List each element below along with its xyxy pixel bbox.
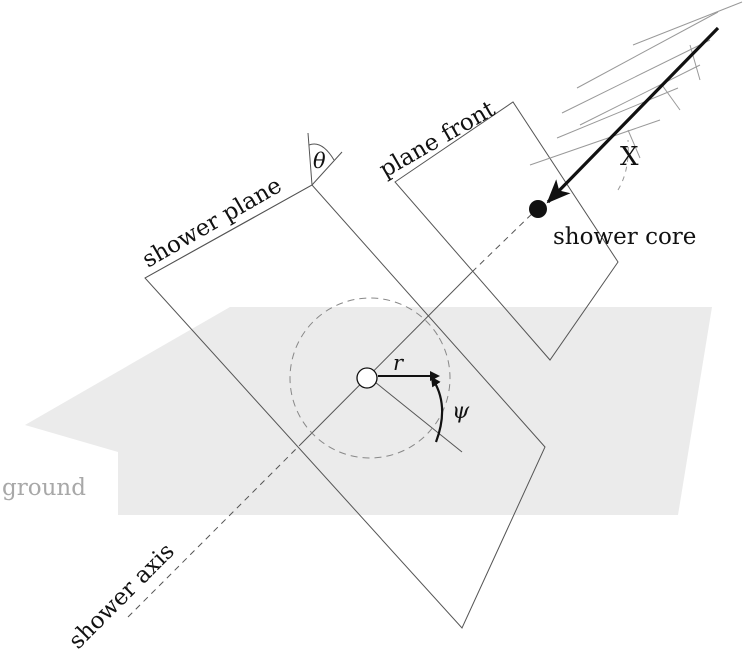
shower-axis-line-dashed-lower xyxy=(127,444,301,618)
primary-arrow xyxy=(546,26,720,204)
shower-axis-label: shower axis xyxy=(64,538,180,652)
ground-label: ground xyxy=(2,475,86,501)
psi-label: ψ xyxy=(452,399,470,424)
shower-core-dot xyxy=(529,200,547,218)
r-baseline xyxy=(369,377,463,453)
shower-plane-label-line xyxy=(144,184,313,279)
shower-particle-tracks xyxy=(529,1,743,191)
theta-tick-a xyxy=(307,132,313,186)
theta-label: θ xyxy=(313,149,326,173)
plane-front-outline xyxy=(394,101,619,361)
distance-ellipse xyxy=(289,297,451,459)
ground-plane xyxy=(25,307,712,515)
theta-arc xyxy=(308,143,335,161)
r-label: r xyxy=(393,351,405,375)
x-label: X xyxy=(620,142,639,172)
psi-arrow xyxy=(430,376,444,443)
shower-axis-line-solid xyxy=(299,271,473,446)
shower-core-label: shower core xyxy=(553,224,696,250)
shower-axis-line-dashed-upper xyxy=(471,207,539,273)
theta-tick-b xyxy=(311,151,343,186)
observer-circle xyxy=(356,367,378,389)
plane-front-label: plane front xyxy=(375,96,500,183)
shower-plane-label: shower plane xyxy=(138,173,286,274)
